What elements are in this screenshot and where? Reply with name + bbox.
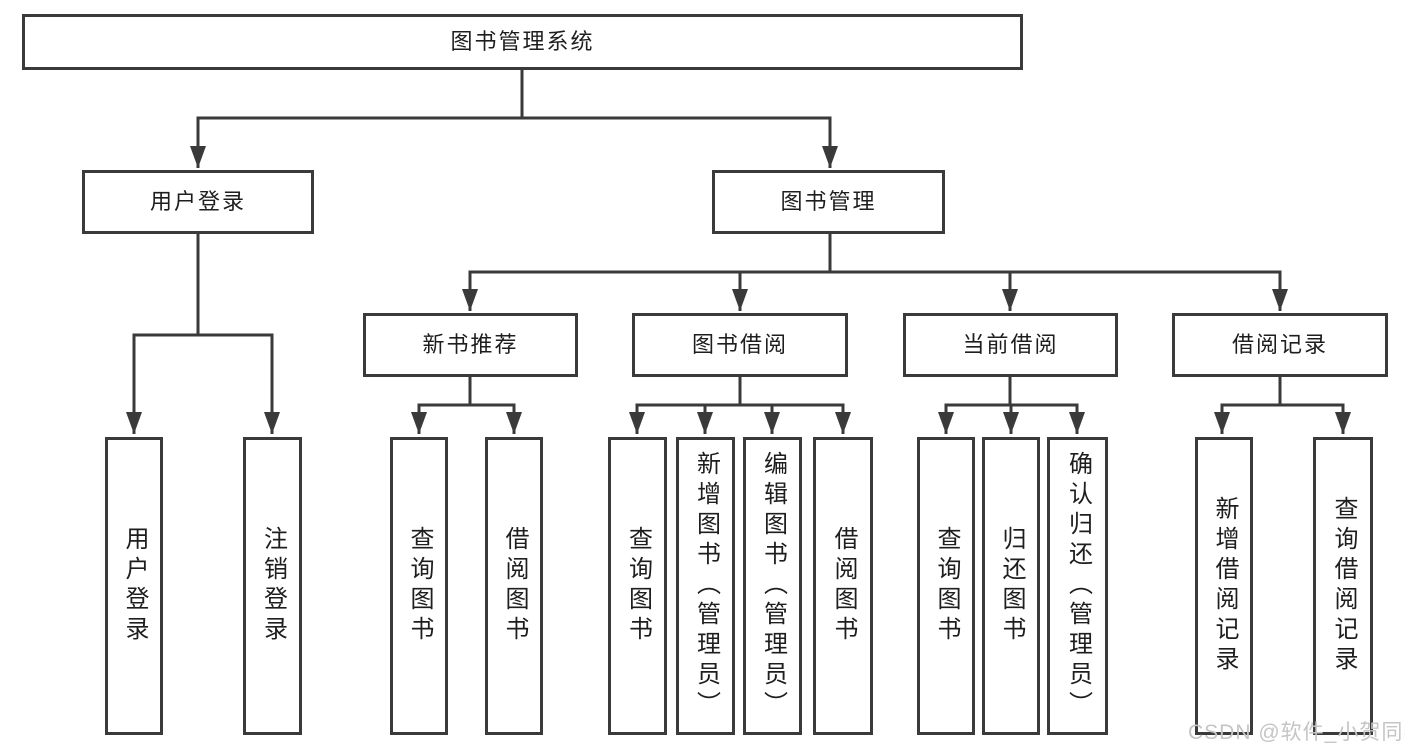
leaf-confirm-return-admin: 确认归还（管理员） bbox=[1047, 437, 1108, 735]
leaf-add-borrow-record: 新增借阅记录 bbox=[1195, 437, 1253, 735]
leaf-query-borrow-record: 查询借阅记录 bbox=[1313, 437, 1373, 735]
node-library-system: 图书管理系统 bbox=[22, 14, 1023, 70]
leaf-borrow-books-recommend: 借阅图书 bbox=[485, 437, 543, 735]
leaf-query-books-recommend: 查询图书 bbox=[390, 437, 448, 735]
node-current-borrowing: 当前借阅 bbox=[903, 313, 1118, 377]
leaf-query-books-current: 查询图书 bbox=[917, 437, 975, 735]
node-book-borrowing: 图书借阅 bbox=[632, 313, 848, 377]
node-new-book-recommend: 新书推荐 bbox=[363, 313, 578, 377]
leaf-query-books-borrowing: 查询图书 bbox=[608, 437, 667, 735]
leaf-logout: 注销登录 bbox=[243, 437, 302, 735]
leaf-return-book: 归还图书 bbox=[982, 437, 1040, 735]
tree-link-lines bbox=[132, 68, 1345, 407]
node-book-management: 图书管理 bbox=[712, 170, 945, 234]
leaf-user-login: 用户登录 bbox=[105, 437, 163, 735]
node-user-login: 用户登录 bbox=[82, 170, 314, 234]
node-borrowing-records: 借阅记录 bbox=[1172, 313, 1388, 377]
arrowheads bbox=[126, 118, 1351, 434]
leaf-borrow-books-borrowing: 借阅图书 bbox=[813, 437, 873, 735]
leaf-add-book-admin: 新增图书（管理员） bbox=[676, 437, 735, 735]
leaf-edit-book-admin: 编辑图书（管理员） bbox=[743, 437, 802, 735]
csdn-watermark: CSDN @软件_小贺同学 bbox=[1188, 721, 1405, 744]
